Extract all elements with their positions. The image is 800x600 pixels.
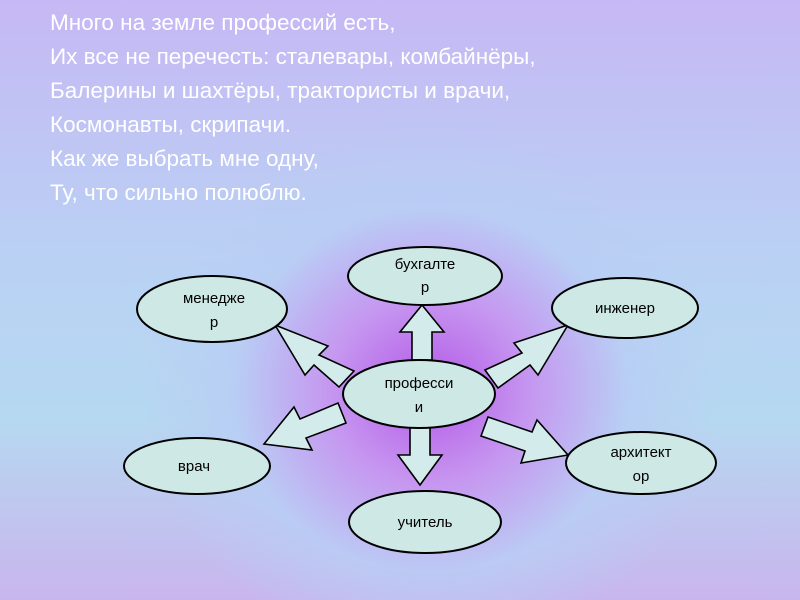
- node-teacher: учитель: [348, 490, 502, 554]
- svg-text:и: и: [415, 399, 423, 416]
- node-label: врач: [178, 458, 210, 475]
- arrow-to-doctor: [262, 401, 348, 451]
- svg-text:инженер: инженер: [595, 300, 655, 317]
- node-label: менедже: [183, 290, 245, 307]
- node-label: учитель: [398, 514, 453, 531]
- node-accountant: бухгалте р: [347, 246, 503, 306]
- node-label: инженер: [595, 300, 655, 317]
- node-label: професси: [385, 375, 454, 392]
- poem-line: Их все не перечесть: сталевары, комбайнё…: [50, 44, 536, 69]
- poem-line: Космонавты, скрипачи.: [50, 112, 292, 137]
- arrow-to-manager: [273, 323, 356, 389]
- node-engineer: инженер: [551, 277, 699, 339]
- poem-line: Много на земле профессий есть,: [50, 10, 396, 35]
- node-label: бухгалте: [395, 256, 456, 273]
- svg-text:бухгалте: бухгалте: [395, 256, 456, 273]
- node-label: р: [421, 279, 429, 296]
- svg-text:менедже: менедже: [183, 290, 245, 307]
- node-label: архитект: [610, 444, 671, 461]
- node-center-professions: професси и: [342, 359, 496, 429]
- node-label: ор: [633, 468, 650, 485]
- node-manager: менедже р: [136, 275, 288, 343]
- poem-line: Как же выбрать мне одну,: [50, 146, 319, 171]
- svg-text:врач: врач: [178, 458, 210, 475]
- svg-text:ор: ор: [633, 468, 650, 485]
- node-architect: архитект ор: [565, 431, 717, 495]
- svg-text:р: р: [210, 314, 218, 331]
- svg-text:учитель: учитель: [398, 514, 453, 531]
- arrow-to-architect: [479, 415, 570, 465]
- poem-text: Много на земле профессий есть, Их все не…: [50, 6, 536, 210]
- svg-text:професси: професси: [385, 375, 454, 392]
- svg-text:р: р: [421, 279, 429, 296]
- poem-line: Ту, что сильно полюблю.: [50, 180, 307, 205]
- arrow-to-engineer: [483, 323, 570, 390]
- node-label: р: [210, 314, 218, 331]
- node-doctor: врач: [123, 437, 271, 495]
- poem-line: Балерины и шахтёры, трактористы и врачи,: [50, 78, 511, 103]
- svg-text:архитект: архитект: [610, 444, 671, 461]
- arrow-to-accountant: [398, 303, 446, 361]
- node-label: и: [415, 399, 423, 416]
